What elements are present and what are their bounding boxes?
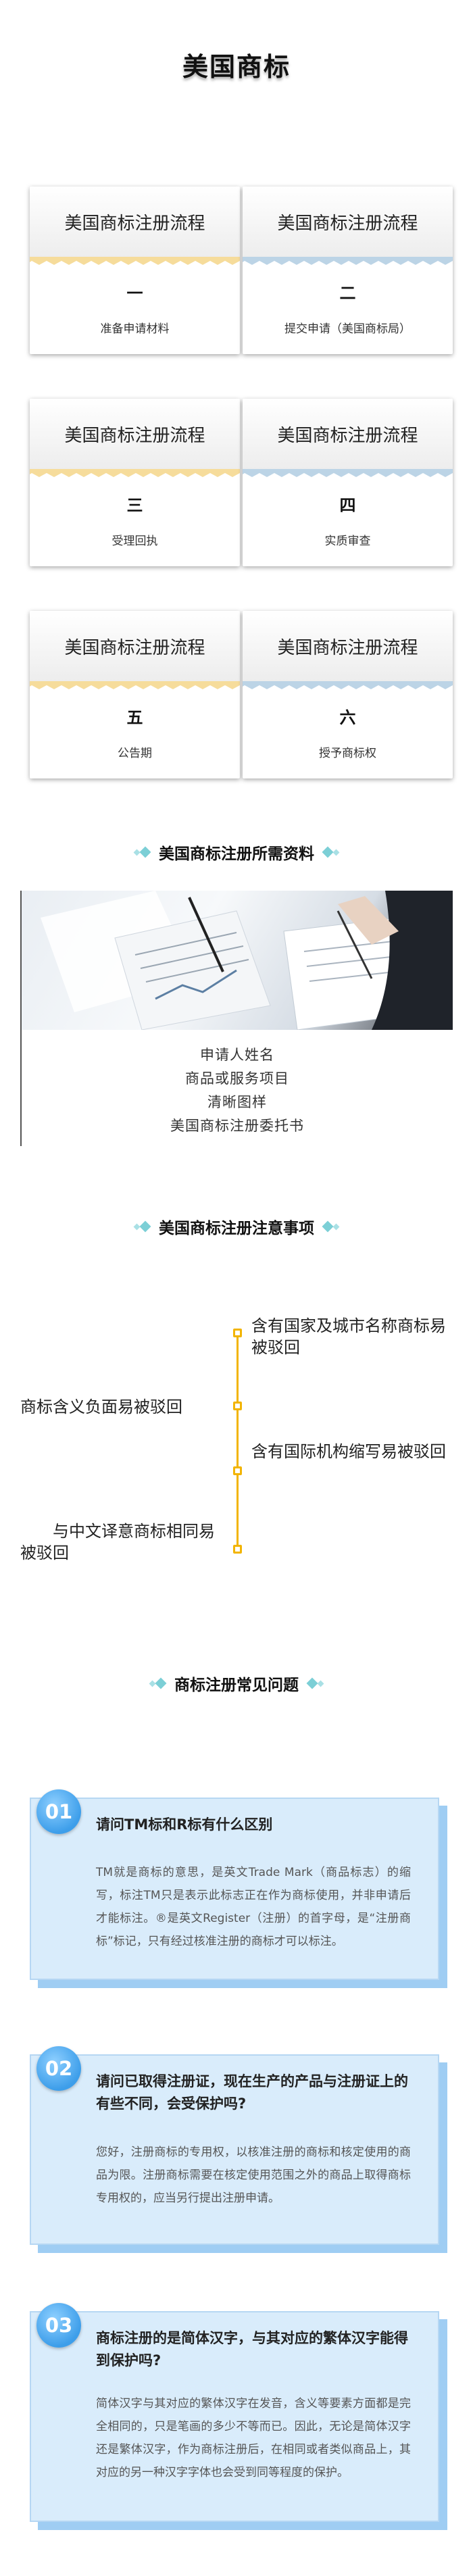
note-item: 含有国际机构缩写易被驳回 — [251, 1442, 446, 1461]
process-step-number: 二 — [339, 284, 356, 303]
notes-title-text: 美国商标注册注意事项 — [159, 1220, 314, 1237]
faq-card-3: 03 商标注册的是简体汉字，与其对应的繁体汉字能得到保护吗? 简体汉字与其对应的… — [30, 2303, 439, 2522]
materials-list: 申请人姓名 商品或服务项目 清晰图样 美国商标注册委托书 — [22, 1043, 453, 1138]
process-step-label: 提交申请（美国商标局） — [284, 322, 411, 336]
diamond-ornament-icon — [133, 846, 151, 858]
materials-section-title: 美国商标注册所需资料 — [0, 841, 473, 864]
process-step-label: 实质审查 — [324, 535, 371, 548]
process-card-head: 美国商标注册流程 — [243, 399, 453, 469]
zigzag-divider — [243, 469, 453, 477]
zigzag-divider — [30, 257, 240, 265]
diamond-ornament-icon — [149, 1677, 167, 1689]
faq-section-title: 商标注册常见问题 — [0, 1672, 473, 1695]
faq-title-text: 商标注册常见问题 — [174, 1677, 299, 1694]
timeline-line — [236, 1329, 239, 1549]
process-step-number: 六 — [339, 708, 356, 727]
faq-card-1: 01 请问TM标和R标有什么区别 TM就是商标的意思，是英文Trade Mark… — [30, 1789, 439, 1980]
list-item: 申请人姓名 — [200, 1047, 274, 1063]
zigzag-divider — [243, 681, 453, 689]
faq-answer: 简体汉字与其对应的繁体汉字在发音，含义等要素方面都是完全相同的，只是笔画的多少不… — [96, 2397, 411, 2479]
process-card-head: 美国商标注册流程 — [30, 611, 240, 681]
process-step-number: 五 — [126, 708, 143, 727]
process-card-5: 美国商标注册流程 五 公告期 — [30, 611, 240, 778]
process-card-3: 美国商标注册流程 三 受理回执 — [30, 399, 240, 566]
faq-card-2: 02 请问已取得注册证，现在生产的产品与注册证上的有些不同，会受保护吗? 您好，… — [30, 2046, 439, 2245]
timeline-dot — [233, 1329, 242, 1337]
faq-number-badge: 01 — [36, 1789, 81, 1834]
process-row-2: 美国商标注册流程 三 受理回执 美国商标注册流程 四 实质审查 — [30, 399, 453, 566]
faq-question: 请问已取得注册证，现在生产的产品与注册证上的有些不同，会受保护吗? — [96, 2073, 408, 2112]
timeline-dot — [233, 1466, 242, 1475]
faq-number-badge: 02 — [36, 2046, 81, 2091]
diamond-ornament-icon — [133, 1220, 151, 1233]
timeline-dot — [233, 1402, 242, 1410]
materials-left-rule — [20, 891, 22, 1146]
process-card-6: 美国商标注册流程 六 授予商标权 — [243, 611, 453, 778]
process-step-number: 一 — [126, 284, 143, 303]
notes-section-title: 美国商标注册注意事项 — [0, 1215, 473, 1238]
documents-illustration — [41, 891, 453, 1030]
list-item: 清晰图样 — [207, 1094, 267, 1110]
zigzag-divider — [243, 257, 453, 265]
zigzag-divider — [30, 469, 240, 477]
list-item: 美国商标注册委托书 — [170, 1118, 304, 1134]
process-card-head: 美国商标注册流程 — [243, 611, 453, 681]
page-title: 美国商标 — [182, 52, 291, 82]
faq-question: 商标注册的是简体汉字，与其对应的繁体汉字能得到保护吗? — [96, 2330, 408, 2369]
process-step-label: 受理回执 — [111, 535, 158, 548]
note-item: 与中文译意商标相同易被驳回 — [20, 1522, 215, 1562]
zigzag-divider — [30, 681, 240, 689]
faq-number-badge: 03 — [36, 2303, 81, 2348]
business-documents-photo — [20, 891, 453, 1030]
faq-question: 请问TM标和R标有什么区别 — [96, 1816, 273, 1833]
process-step-number: 四 — [339, 496, 356, 515]
process-step-label: 公告期 — [118, 747, 152, 760]
process-card-4: 美国商标注册流程 四 实质审查 — [243, 399, 453, 566]
note-item: 含有国家及城市名称商标易被驳回 — [251, 1316, 446, 1357]
faq-answer: 您好，注册商标的专用权，以核准注册的商标和核定使用的商品为限。注册商标需要在核定… — [96, 2146, 411, 2205]
materials-title-text: 美国商标注册所需资料 — [159, 845, 314, 863]
process-step-number: 三 — [126, 496, 143, 515]
process-card-head: 美国商标注册流程 — [30, 187, 240, 257]
process-card-head: 美国商标注册流程 — [243, 187, 453, 257]
process-row-3: 美国商标注册流程 五 公告期 美国商标注册流程 六 授予商标权 — [30, 611, 453, 778]
faq-answer: TM就是商标的意思，是英文Trade Mark（商品标志）的缩写，标注TM只是表… — [96, 1866, 411, 1948]
process-card-1: 美国商标注册流程 一 准备申请材料 — [30, 187, 240, 354]
timeline-dot — [233, 1545, 242, 1554]
process-row-1: 美国商标注册流程 一 准备申请材料 美国商标注册流程 二 提交申请（美国商标局） — [30, 187, 453, 354]
note-item: 商标含义负面易被驳回 — [20, 1397, 182, 1416]
process-card-head: 美国商标注册流程 — [30, 399, 240, 469]
list-item: 商品或服务项目 — [185, 1070, 289, 1087]
process-step-label: 准备申请材料 — [100, 322, 170, 336]
diamond-ornament-icon — [306, 1677, 324, 1689]
process-step-label: 授予商标权 — [319, 747, 376, 760]
process-card-2: 美国商标注册流程 二 提交申请（美国商标局） — [243, 187, 453, 354]
diamond-ornament-icon — [322, 1220, 340, 1233]
diamond-ornament-icon — [322, 846, 340, 858]
